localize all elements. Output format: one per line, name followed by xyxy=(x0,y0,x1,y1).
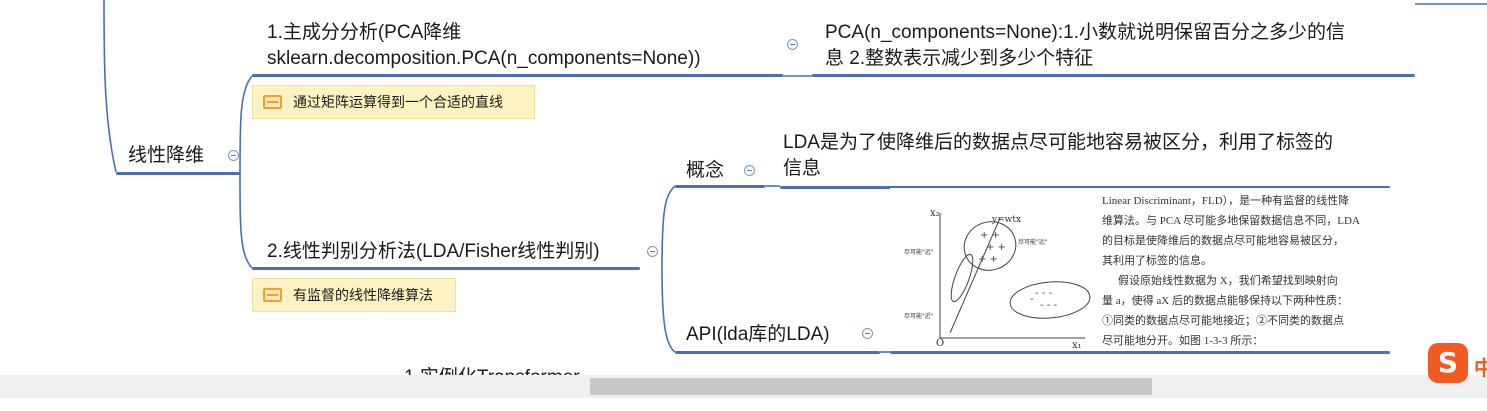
node-pca-line2: sklearn.decomposition.PCA(n_components=N… xyxy=(267,48,701,69)
note-icon xyxy=(263,95,282,109)
svg-text:- - -: - - - xyxy=(1035,288,1053,299)
node-underline xyxy=(812,74,1415,77)
note-icon xyxy=(263,288,282,302)
page-text-line: 假设原始线性数据为 X，我们希望找到映射向 xyxy=(1118,275,1338,287)
page-text-line: 量 a，使得 aX 后的数据点能够保持以下两种性质： xyxy=(1102,295,1348,307)
node-underline xyxy=(780,186,1390,189)
svg-text:+ +: + + xyxy=(980,230,1000,241)
node-lda[interactable]: 2.线性判别分析法(LDA/Fisher线性判别) xyxy=(267,241,600,262)
lda-diagram: + ++ ++ + - - -- - -- x₂ x₁ O y=wtx 尽可能"… xyxy=(904,208,1091,351)
collapse-icon[interactable] xyxy=(862,328,873,339)
ime-mode-indicator[interactable]: 中 xyxy=(1474,358,1487,380)
diagram-far-label-1: 尽可能"远" xyxy=(904,248,934,256)
diagram-axis-x1: x₁ xyxy=(1072,340,1082,351)
node-pca-detail-line1: PCA(n_components=None):1.小数就说明保留百分之多少的信 xyxy=(825,22,1346,43)
ime-logo-letter: S xyxy=(1437,346,1459,379)
svg-text:+ +: + + xyxy=(986,242,1006,253)
diagram-far-label-2: 尽可能"远" xyxy=(1018,238,1048,246)
node-linear-dim-reduction[interactable]: 线性降维 xyxy=(128,145,205,166)
collapse-icon[interactable] xyxy=(228,150,239,161)
node-underline xyxy=(890,351,1390,354)
ime-logo-icon[interactable]: S xyxy=(1428,343,1468,383)
node-concept-text[interactable]: LDA是为了使降维后的数据点尽可能地容易被区分，利用了标签的 信息 xyxy=(783,130,1333,182)
note-lda-text: 有监督的线性降维算法 xyxy=(293,287,433,303)
note-pca-text: 通过矩阵运算得到一个合适的直线 xyxy=(293,94,503,110)
embedded-lda-image[interactable]: + ++ ++ + - - -- - -- x₂ x₁ O y=wtx 尽可能"… xyxy=(890,188,1390,352)
node-underline xyxy=(675,185,765,188)
node-concept-line2: 信息 xyxy=(783,158,822,179)
diagram-axis-x2: x₂ xyxy=(930,208,940,219)
diagram-origin: O xyxy=(936,338,944,349)
svg-text:- - -: - - - xyxy=(1040,300,1058,311)
node-underline xyxy=(252,267,640,270)
page-text-line: 维算法。与 PCA 尽可能多地保留数据信息不同，LDA xyxy=(1102,215,1360,227)
node-pca-detail-line2: 息 2.整数表示减少到多少个特征 xyxy=(825,48,1094,69)
collapse-icon[interactable] xyxy=(647,246,658,257)
page-text-line: 其利用了标签的信息。 xyxy=(1102,255,1212,267)
note-pca[interactable]: 通过矩阵运算得到一个合适的直线 xyxy=(252,85,535,119)
diagram-line-label: y=wtx xyxy=(991,215,1021,225)
node-api[interactable]: API(lda库的LDA) xyxy=(686,324,830,345)
node-concept-line1: LDA是为了使降维后的数据点尽可能地容易被区分，利用了标签的 xyxy=(783,132,1333,153)
node-pca[interactable]: 1.主成分分析(PCA降维 sklearn.decomposition.PCA(… xyxy=(267,20,701,72)
collapse-icon[interactable] xyxy=(744,165,755,176)
page-text-line: 的目标是使降维后的数据点尽可能地容易被区分， xyxy=(1102,235,1344,247)
page-text-line: Linear Discriminant，FLD），是一种有监督的线性降 xyxy=(1102,195,1350,207)
node-underline xyxy=(116,172,240,175)
node-concept[interactable]: 概念 xyxy=(686,160,725,181)
node-underline xyxy=(675,351,880,354)
note-lda[interactable]: 有监督的线性降维算法 xyxy=(252,278,456,312)
diagram-near-label: 尽可能"近" xyxy=(904,312,934,320)
horizontal-scrollbar[interactable] xyxy=(0,375,1487,398)
page-text-line: ①同类的数据点尽可能地接近；②不同类的数据点 xyxy=(1102,315,1344,327)
collapse-icon[interactable] xyxy=(787,39,798,50)
node-pca-detail[interactable]: PCA(n_components=None):1.小数就说明保留百分之多少的信 … xyxy=(825,20,1345,72)
node-underline xyxy=(252,74,783,77)
node-pca-line1: 1.主成分分析(PCA降维 xyxy=(267,22,462,43)
scrollbar-thumb[interactable] xyxy=(590,378,1152,395)
svg-text:+ +: + + xyxy=(978,254,998,265)
svg-text:-: - xyxy=(1030,294,1034,305)
page-text-line: 尽可能地分开。如图 1-3-3 所示： xyxy=(1102,335,1264,347)
